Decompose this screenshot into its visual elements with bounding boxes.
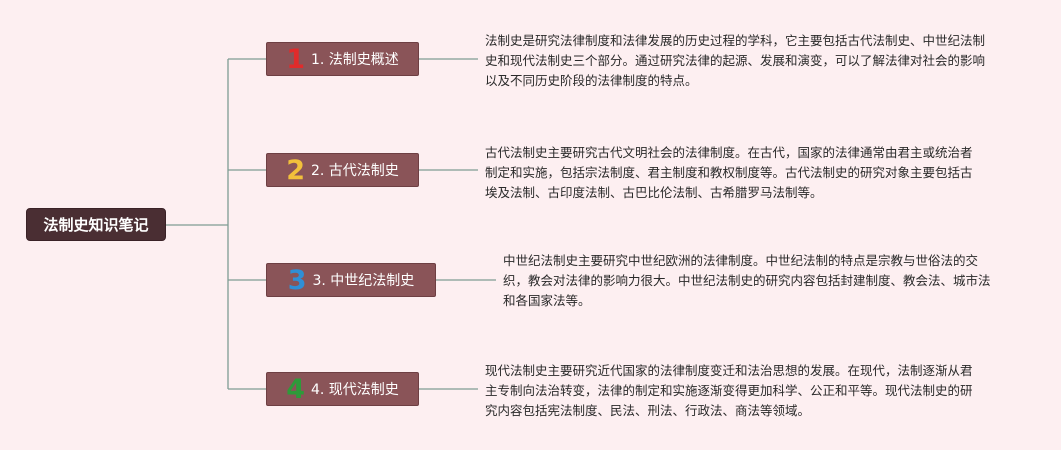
branch-topic-label: 2. 古代法制史 — [310, 163, 399, 179]
branch-topic-label: 1. 法制史概述 — [310, 52, 399, 68]
branch-topic-label: 4. 现代法制史 — [310, 382, 399, 398]
number-four-icon: 4 — [286, 373, 305, 405]
root-topic-label: 法制史知识笔记 — [43, 216, 149, 234]
branch-topic-1[interactable]: 1 1. 法制史概述 — [266, 42, 419, 76]
note-text-2: 古代法制史主要研究古代文明社会的法律制度。在古代，国家的法律通常由君主或统治者制… — [485, 145, 973, 200]
branch-topic-label: 3. 中世纪法制史 — [312, 273, 415, 289]
note-text-3: 中世纪法制史主要研究中世纪欧洲的法律制度。中世纪法制的特点是宗教与世俗法的交织，… — [503, 253, 991, 308]
number-one-icon: 1 — [286, 43, 305, 75]
branch-topic-4[interactable]: 4 4. 现代法制史 — [266, 372, 419, 406]
number-two-icon: 2 — [286, 154, 305, 186]
branch-topic-2[interactable]: 2 2. 古代法制史 — [266, 153, 419, 187]
number-three-icon: 3 — [287, 264, 307, 296]
note-text-4: 现代法制史主要研究近代国家的法律制度变迁和法治思想的发展。在现代，法制逐渐从君主… — [485, 363, 973, 418]
note-text-1: 法制史是研究法律制度和法律发展的历史过程的学科，它主要包括古代法制史、中世纪法制… — [485, 33, 986, 88]
branch-topic-3[interactable]: 3 3. 中世纪法制史 — [266, 263, 436, 297]
root-topic[interactable]: 法制史知识笔记 — [26, 208, 166, 241]
